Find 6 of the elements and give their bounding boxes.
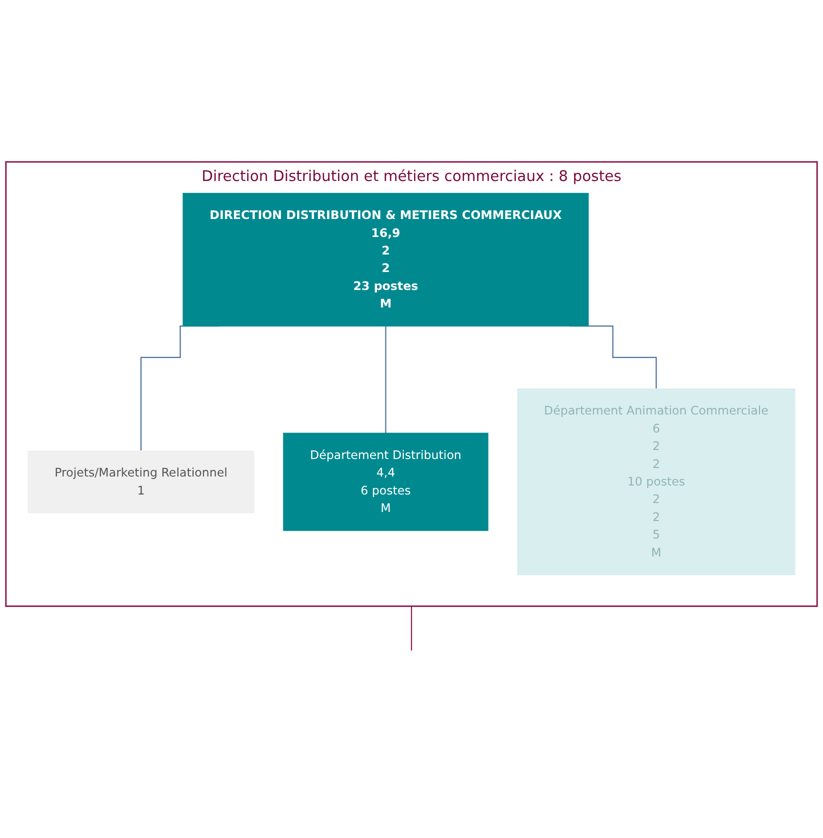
node-box: Département Distribution 4,4 6 postes M [283,432,488,530]
connector [410,605,412,651]
node-box: Projets/Marketing Relationnel 1 [28,450,254,513]
node-box: DIRECTION DISTRIBUTION & METIERS COMMERCIAUX 16,9 2 2 23 postes M [182,192,589,326]
connector [385,325,386,434]
node-box: Département Animation Commerciale 6 2 2 10 postes 2 2 5 M [517,388,796,575]
